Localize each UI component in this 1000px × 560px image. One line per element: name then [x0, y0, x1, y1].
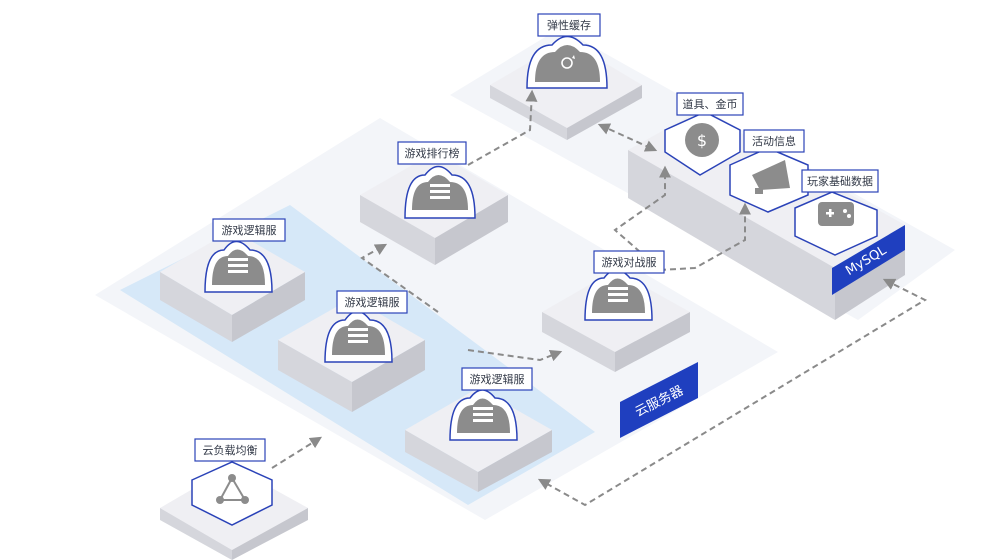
label-text: 道具、金币 — [683, 97, 738, 111]
megaphone-icon — [752, 160, 790, 194]
props-coins-card: $ — [664, 111, 741, 176]
arrow-loadbalancer — [271, 436, 323, 469]
activity-info-card — [729, 147, 809, 213]
label-leaderboard: 游戏排行榜 — [397, 141, 467, 165]
logic-server-c-card — [449, 389, 518, 441]
label-logic-server-a: 游戏逻辑服 — [212, 218, 286, 242]
server-stack-icon — [228, 258, 248, 273]
label-text: 云负载均衡 — [203, 443, 258, 457]
label-text: 游戏逻辑服 — [222, 223, 277, 237]
arrow-leaderboard-to-cache — [467, 89, 538, 166]
label-load-balancer: 云负载均衡 — [194, 438, 266, 462]
label-battle-server: 游戏对战服 — [593, 250, 665, 274]
logic-server-b-card — [324, 310, 393, 363]
network-icon — [216, 474, 249, 504]
label-text: 游戏逻辑服 — [345, 295, 400, 309]
label-text: 活动信息 — [752, 134, 796, 148]
server-stack-icon — [348, 328, 368, 343]
dollar-icon: $ — [697, 131, 707, 150]
server-stack-icon — [608, 287, 628, 302]
server-stack-icon — [473, 407, 493, 422]
label-text: 游戏排行榜 — [405, 146, 460, 160]
arrow-battle-to-activity — [659, 202, 751, 271]
label-logic-server-b: 游戏逻辑服 — [336, 290, 408, 314]
player-data-card — [794, 191, 878, 256]
load-balancer-card — [191, 461, 273, 526]
mysql-tag — [832, 225, 905, 295]
label-text: 游戏逻辑服 — [470, 372, 525, 386]
leaderboard-card — [404, 165, 476, 219]
logic-server-a-card — [204, 240, 273, 293]
server-stack-icon — [430, 184, 450, 199]
label-text: 弹性缓存 — [547, 18, 591, 32]
elastic-cache-card — [526, 35, 608, 89]
label-player-data: 玩家基础数据 — [801, 169, 879, 193]
arrow-mysql-to-logic — [537, 278, 928, 507]
arrow-battle-to-props — [613, 165, 671, 266]
gamepad-icon — [818, 202, 854, 226]
connector-arrows — [271, 89, 928, 507]
label-elastic-cache: 弹性缓存 — [537, 13, 601, 37]
arrow-cache-mysql — [597, 123, 658, 152]
battle-server-card — [584, 269, 653, 321]
label-props-coins: 道具、金币 — [676, 92, 744, 116]
label-text: 玩家基础数据 — [807, 174, 873, 188]
label-text: 游戏对战服 — [602, 255, 657, 269]
label-activity-info: 活动信息 — [743, 129, 805, 153]
label-logic-server-c: 游戏逻辑服 — [461, 367, 533, 391]
refresh-icon — [561, 55, 575, 69]
arrow-logic-to-leaderboard — [360, 243, 439, 313]
